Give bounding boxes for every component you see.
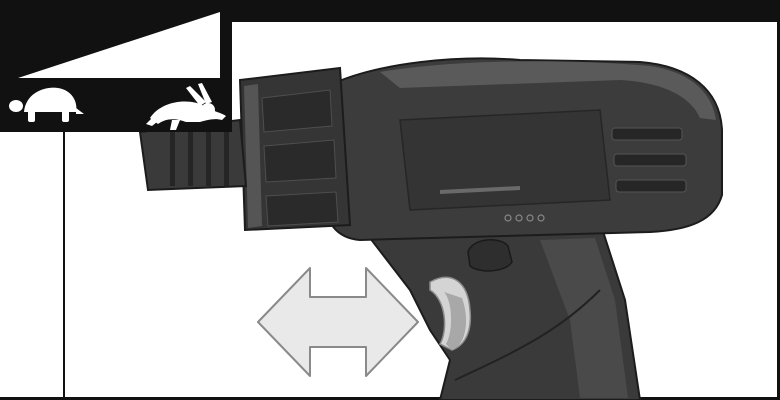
- body-side-panel: [400, 110, 610, 210]
- double-arrow-left-right-icon: [258, 268, 418, 376]
- vent-slot: [614, 154, 686, 166]
- vent-slots: [612, 128, 686, 192]
- clutch-ribs: [262, 90, 338, 226]
- vent-slot: [616, 180, 686, 192]
- vent-slot: [612, 128, 682, 140]
- speed-indicator-panel: [0, 0, 232, 132]
- direction-switch: [468, 240, 512, 271]
